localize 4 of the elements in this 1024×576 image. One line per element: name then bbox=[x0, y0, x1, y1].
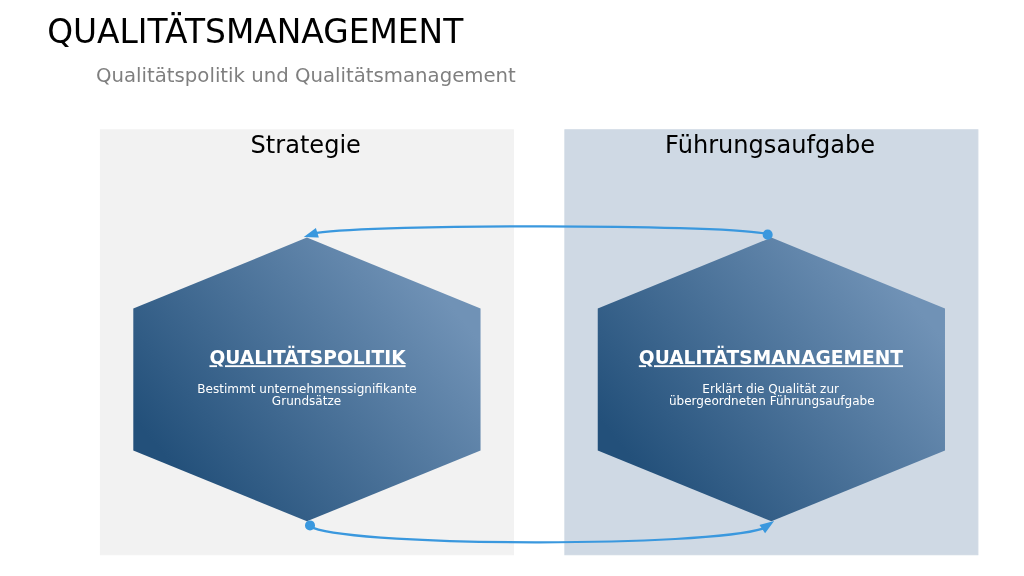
arrow bbox=[304, 520, 774, 544]
label: Qualitätspolitik und Qualitätsmanagement bbox=[95, 63, 516, 87]
arrow bbox=[303, 225, 773, 240]
diagram-title: QUALITÄTSMANAGEMENT bbox=[46, 12, 463, 52]
